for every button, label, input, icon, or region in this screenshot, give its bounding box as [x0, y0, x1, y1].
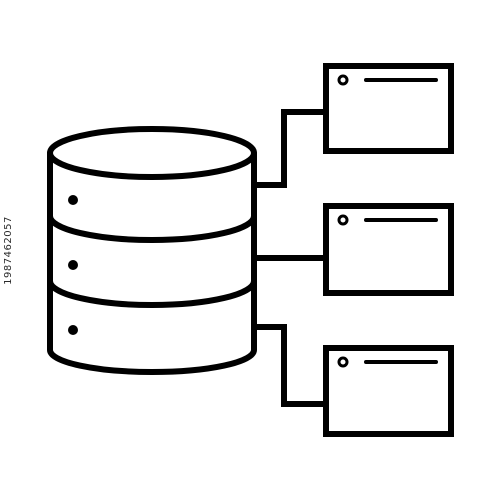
database-top [47, 126, 257, 180]
stock-id-text: 1987462057 [2, 215, 14, 285]
connectors [254, 109, 326, 407]
document-card-dot [337, 74, 349, 86]
document-card [323, 203, 454, 296]
connector-line-top [254, 109, 326, 188]
document-card [323, 63, 454, 154]
database-layer-dots [68, 195, 78, 335]
layer-dot [68, 260, 78, 270]
layer-dot [68, 195, 78, 205]
database-icon [47, 126, 257, 375]
connector-line-bottom [254, 324, 326, 407]
database-layer-divider [47, 213, 257, 243]
document-card-dot [337, 214, 349, 226]
stock-id-watermark: 1987462057 [0, 0, 16, 500]
layer-dot [68, 325, 78, 335]
document-card [323, 345, 454, 437]
database-layer-divider [47, 278, 257, 308]
database-body [47, 150, 257, 375]
document-card-dot [337, 356, 349, 368]
